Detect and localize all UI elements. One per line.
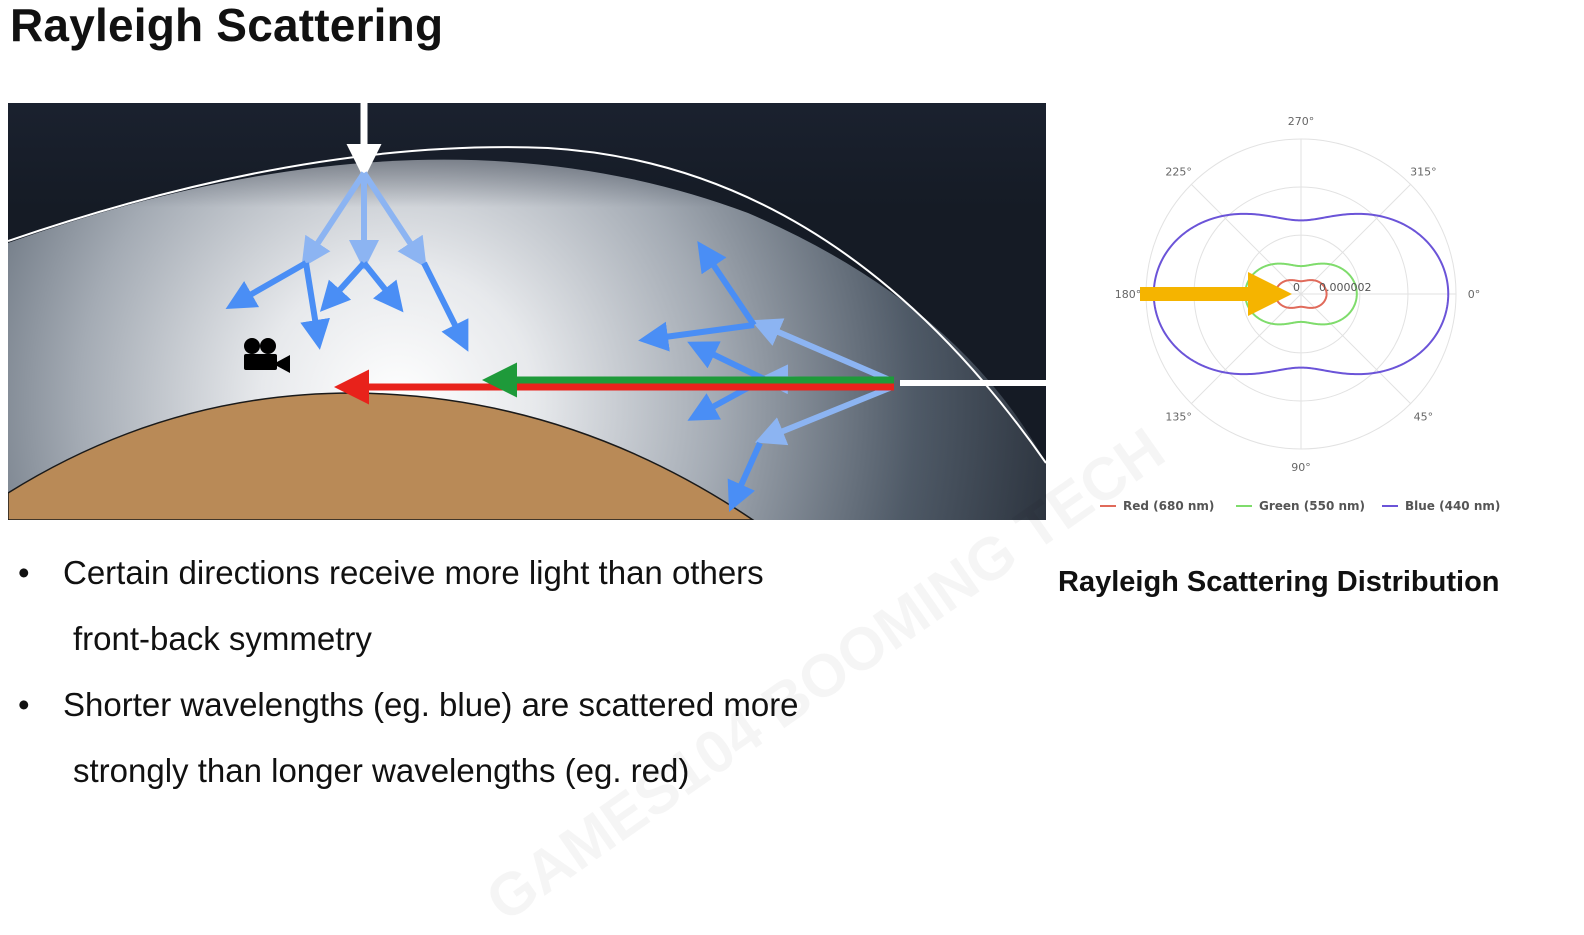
angle-label: 180° [1115, 288, 1142, 301]
angle-label: 135° [1165, 410, 1192, 423]
polar-chart-caption: Rayleigh Scattering Distribution [1058, 566, 1500, 598]
angle-label: 315° [1410, 166, 1437, 179]
slide-title: Rayleigh Scattering [10, 0, 444, 51]
bullet-text: Shorter wavelengths (eg. blue) are scatt… [63, 686, 799, 723]
rayleigh-polar-chart: 270° 315° 0° 45° 90° 135° 180° 225° 0 0.000002 R… [1100, 115, 1500, 513]
polar-angle-labels: 270° 315° 0° 45° 90° 135° 180° 225° [1115, 115, 1481, 474]
polar-legend: Red (680 nm) Green (550 nm) Blue (440 nm) [1100, 499, 1500, 513]
incident-arrow [1140, 272, 1292, 316]
bullet-continuation: strongly than longer wavelengths (eg. re… [73, 752, 690, 789]
camera-icon [244, 338, 290, 373]
legend-item: Green (550 nm) [1236, 499, 1365, 513]
legend-item: Blue (440 nm) [1382, 499, 1500, 513]
grid-spoke [1300, 293, 1411, 404]
bullet-glyph: • [18, 686, 30, 723]
legend-label: Green (550 nm) [1259, 499, 1365, 513]
bullet-glyph: • [18, 554, 30, 591]
angle-label: 45° [1414, 410, 1434, 423]
bullet-list: • Certain directions receive more light … [18, 540, 978, 804]
bullet-item: • Certain directions receive more light … [18, 540, 978, 606]
grid-spoke [1191, 293, 1302, 404]
angle-label: 90° [1291, 461, 1311, 474]
bullet-text: Certain directions receive more light th… [63, 554, 764, 591]
bullet-continuation: front-back symmetry [73, 620, 372, 657]
legend-item: Red (680 nm) [1100, 499, 1214, 513]
grid-spoke [1300, 184, 1411, 295]
radial-tick-label: 0.000002 [1319, 281, 1372, 294]
bullet-item: • Shorter wavelengths (eg. blue) are sca… [18, 672, 978, 738]
angle-label: 270° [1288, 115, 1315, 128]
scattering-scene [8, 103, 1046, 520]
angle-label: 0° [1468, 288, 1481, 301]
grid-spoke [1191, 184, 1302, 295]
polar-radial-ticks: 0 0.000002 [1293, 281, 1372, 294]
legend-label: Red (680 nm) [1123, 499, 1214, 513]
top-scattering-rays [225, 171, 469, 352]
radial-tick-label: 0 [1293, 281, 1300, 294]
atmosphere-boundary [8, 146, 1046, 464]
legend-label: Blue (440 nm) [1405, 499, 1500, 513]
angle-label: 225° [1165, 166, 1192, 179]
